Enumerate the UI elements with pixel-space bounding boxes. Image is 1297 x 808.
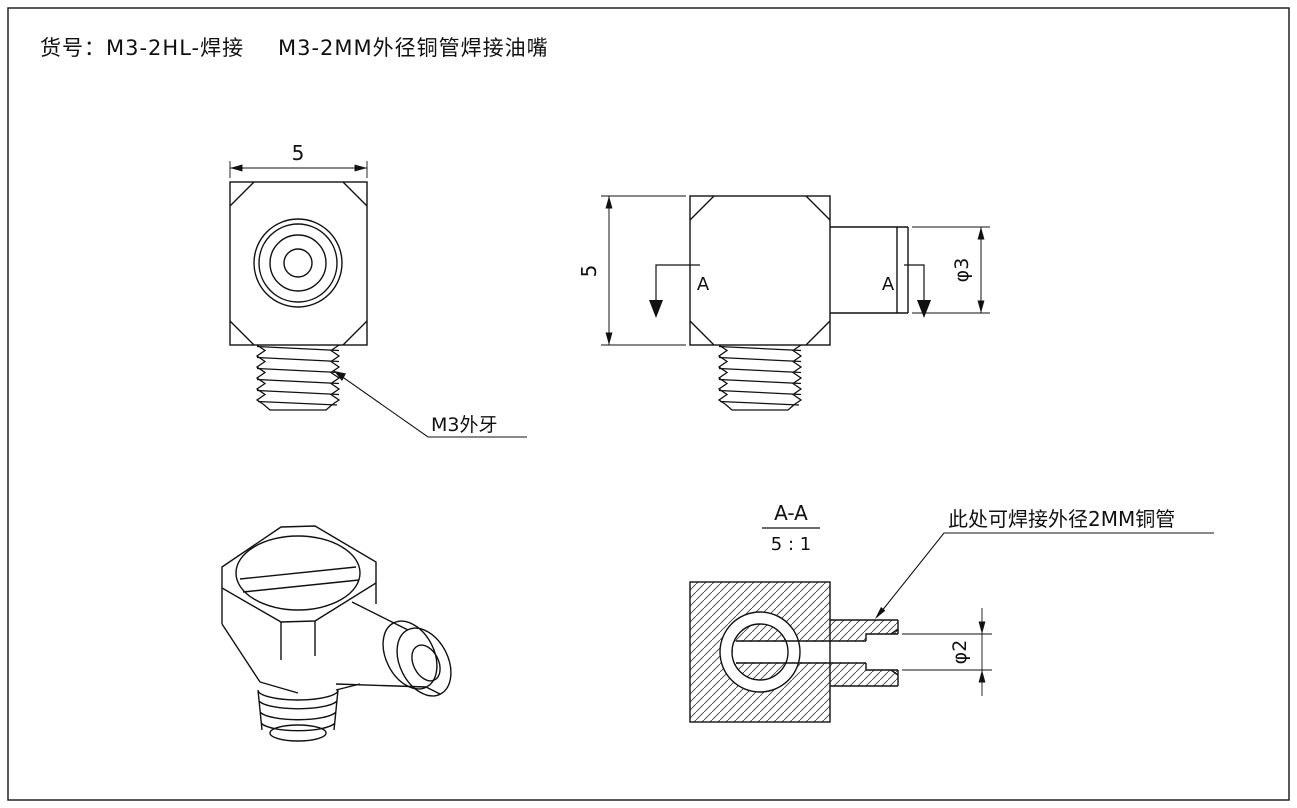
isometric-view xyxy=(221,525,452,742)
height-dim-label: 5 xyxy=(577,265,601,278)
iso-top-ellipse xyxy=(235,535,361,611)
part-description-label: M3-2MM外径铜管焊接油嘴 xyxy=(278,36,549,60)
section-cut-indicator-left: A xyxy=(649,264,710,318)
oil-hole-circle xyxy=(283,248,313,278)
boss-outer-circle xyxy=(253,218,343,308)
sheet-border xyxy=(7,7,1290,801)
part-number-label: 货号：M3-2HL-焊接 xyxy=(40,36,244,60)
section-title-block: A-A 5 : 1 xyxy=(762,501,820,555)
section-cut-indicator-right: A xyxy=(882,264,931,318)
leader-line xyxy=(333,370,527,438)
weld-socket-void xyxy=(866,635,898,669)
iso-thread-arcs xyxy=(257,689,339,732)
section-body-outline xyxy=(689,581,831,723)
section-scale-label: 5 : 1 xyxy=(771,534,811,555)
boss-bottom-wall-hatch xyxy=(830,663,898,686)
width-dim-label: 5 xyxy=(292,141,305,165)
iso-top-face xyxy=(221,525,377,623)
weld-note-label: 此处可焊接外径2MM铜管 xyxy=(948,507,1175,531)
side-view: 5 φ3 A A xyxy=(577,195,990,411)
socket-chamfer-lines xyxy=(890,628,899,676)
section-view: φ2 A-A 5 : 1 此处可焊接外径2MM铜管 xyxy=(689,501,1214,723)
boss-dia-label: φ3 xyxy=(951,258,973,283)
extension-lines xyxy=(601,195,686,346)
section-letter-right: A xyxy=(882,274,895,295)
boss-profile xyxy=(830,226,909,314)
section-title-label: A-A xyxy=(774,501,808,525)
section-letter-left: A xyxy=(697,274,710,295)
boss-groove-circle xyxy=(258,223,338,303)
thread-note-label: M3外牙 xyxy=(431,414,497,436)
section-body-hatch xyxy=(690,582,830,722)
iso-boss-sides xyxy=(335,601,441,695)
leader-line xyxy=(876,532,1214,618)
weld-note-callout: 此处可焊接外径2MM铜管 xyxy=(875,507,1214,619)
cutting-plane-line xyxy=(904,264,925,300)
side-body-outline xyxy=(689,195,831,346)
side-external-thread xyxy=(718,344,802,411)
section-arrow-icon xyxy=(649,300,663,318)
side-corner-chamfers xyxy=(689,195,831,346)
front-body-outline xyxy=(229,181,368,346)
section-bore-circle xyxy=(719,611,801,693)
thread-callout: M3外牙 xyxy=(333,370,527,438)
weld-socket-lines xyxy=(865,633,898,671)
iso-boss-hole xyxy=(411,644,441,682)
cross-hole-lines xyxy=(736,640,866,664)
section-core-circle xyxy=(731,623,789,681)
front-corner-chamfers xyxy=(229,181,368,346)
hole-diameter-dimension: φ2 xyxy=(902,608,992,696)
socket-bore-circle xyxy=(269,234,327,292)
iso-boss-end-face xyxy=(396,627,452,697)
extension-lines xyxy=(902,633,992,671)
boss-top-wall-hatch xyxy=(830,620,898,641)
iso-screw-slot xyxy=(239,566,360,593)
hole-dia-label: φ2 xyxy=(949,640,971,665)
iso-body-edges xyxy=(221,583,377,694)
section-boss-outline xyxy=(830,619,899,687)
iso-stud-end xyxy=(269,724,327,742)
height-dimension: 5 xyxy=(577,195,686,346)
front-external-thread xyxy=(256,344,340,411)
front-view: 5 M3外牙 xyxy=(229,141,527,438)
iso-boss-rim xyxy=(382,620,438,690)
cutting-plane-line xyxy=(655,264,700,300)
boss-diameter-dimension: φ3 xyxy=(912,226,990,314)
front-width-dimension: 5 xyxy=(229,141,368,178)
section-arrow-icon xyxy=(917,300,931,318)
